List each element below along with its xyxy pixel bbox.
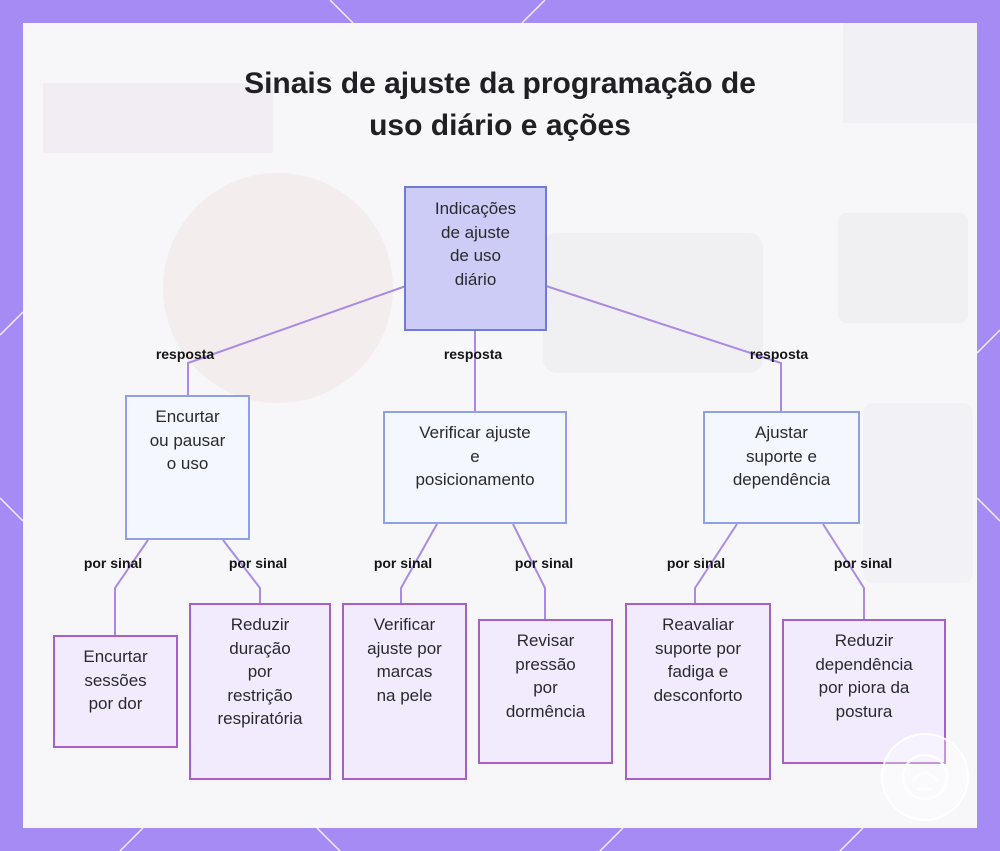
node-line: pressão <box>515 654 576 674</box>
edge-branch-3-leaf-5 <box>694 523 738 603</box>
node-line: desconforto <box>653 685 743 705</box>
edge-label-leaf-2: por sinal <box>228 555 288 571</box>
node-line: dormência <box>505 701 586 721</box>
edge-label-leaf-1: por sinal <box>83 555 143 571</box>
edge-branch-1-leaf-2 <box>222 539 261 603</box>
edge-root-branch-1 <box>187 285 407 397</box>
root-node: Indicações de ajuste de uso diário <box>404 186 547 331</box>
title-line-1: Sinais de ajuste da programação de <box>244 67 756 100</box>
node-line: posicionamento <box>415 470 535 489</box>
node-line: de ajuste <box>441 222 510 242</box>
node-line: ajuste por <box>367 638 442 658</box>
edge-branch-2-leaf-3 <box>400 523 438 603</box>
node-line: Revisar <box>516 631 575 650</box>
node-line: o uso <box>166 454 209 473</box>
node-line: marcas <box>376 662 433 681</box>
branch-node-3: Ajustar suporte e dependência <box>703 411 860 524</box>
edge-label-leaf-3: por sinal <box>373 555 433 571</box>
leaf-node-5: Reavaliar suporte por fadiga e desconfor… <box>625 603 771 780</box>
diagram-panel: Sinais de ajuste da programação de uso d… <box>23 23 977 828</box>
node-line: suporte e <box>746 446 817 466</box>
edge-label-branch-3: resposta <box>749 346 809 362</box>
node-line: Ajustar <box>755 423 808 442</box>
branch-node-1: Encurtar ou pausar o uso <box>125 395 250 540</box>
node-line: diário <box>454 269 497 289</box>
edge-root-branch-3 <box>545 285 782 411</box>
edge-branch-1-leaf-1 <box>114 539 149 635</box>
leaf-node-1: Encurtar sessões por dor <box>53 635 178 748</box>
edge-branch-2-leaf-4 <box>512 523 546 619</box>
background-photo <box>43 23 977 583</box>
leaf-node-6: Reduzir dependência por piora da postura <box>782 619 946 764</box>
leaf-node-2: Reduzir duração por restrição respiratór… <box>189 603 331 780</box>
leaf-node-4: Revisar pressão por dormência <box>478 619 613 764</box>
node-line: Reavaliar <box>662 615 734 634</box>
node-line: na pele <box>376 685 433 705</box>
edge-label-branch-1: resposta <box>155 346 215 362</box>
node-line: Encurtar <box>155 407 220 426</box>
node-line: Indicações <box>434 199 517 218</box>
node-line: Reduzir <box>230 615 290 634</box>
node-line: Verificar <box>373 615 436 634</box>
node-line: de uso <box>449 246 502 265</box>
node-line: duração <box>229 638 291 658</box>
node-line: suporte por <box>655 638 741 658</box>
node-line: Encurtar <box>83 647 148 666</box>
edge-label-leaf-5: por sinal <box>666 555 726 571</box>
node-line: dependência <box>815 654 913 674</box>
node-line: Reduzir <box>834 631 894 650</box>
node-line: por <box>533 678 558 697</box>
diagram-title: Sinais de ajuste da programação de uso d… <box>23 63 977 147</box>
node-line: por <box>247 662 273 681</box>
node-line: e <box>470 446 480 466</box>
node-line: restrição <box>227 685 293 705</box>
leaf-node-3: Verificar ajuste por marcas na pele <box>342 603 467 780</box>
node-line: ou pausar <box>149 430 226 450</box>
edge-branch-3-leaf-6 <box>822 523 865 619</box>
logo-badge-icon <box>881 733 969 821</box>
node-line: postura <box>835 701 893 721</box>
branch-node-2: Verificar ajuste e posicionamento <box>383 411 567 524</box>
edge-label-branch-2: resposta <box>443 346 503 362</box>
title-line-2: uso diário e ações <box>369 109 631 142</box>
edge-label-leaf-4: por sinal <box>514 555 574 571</box>
edge-label-leaf-6: por sinal <box>833 555 893 571</box>
node-line: por piora da <box>818 678 910 697</box>
node-line: Verificar ajuste <box>419 423 531 442</box>
node-line: fadiga e <box>667 662 729 681</box>
node-line: respiratória <box>217 709 303 728</box>
node-line: sessões <box>84 670 147 690</box>
node-line: por dor <box>88 694 143 713</box>
connector-lines <box>114 285 865 635</box>
node-line: dependência <box>732 470 831 489</box>
